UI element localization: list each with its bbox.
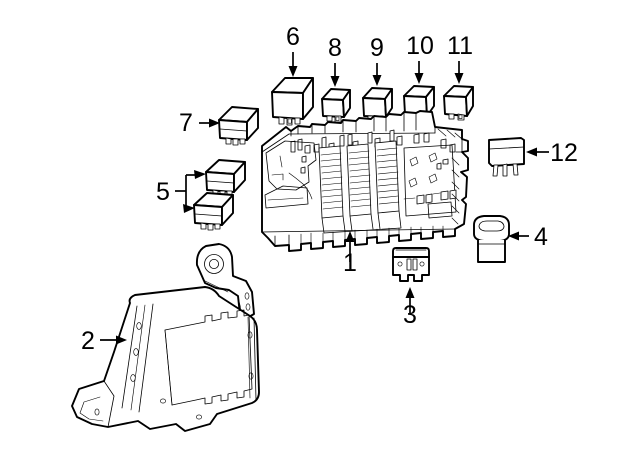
part-large-relay-6[interactable] (271, 77, 314, 126)
callout-label-11: 11 (447, 32, 473, 60)
callout-leader-2 (100, 335, 127, 345)
callout-label-4: 4 (534, 223, 548, 251)
callout-label-5: 5 (156, 178, 170, 206)
part-mini-relay-8[interactable] (321, 88, 351, 123)
callout-label-9: 9 (370, 34, 384, 62)
part-connector-module-12[interactable] (488, 137, 525, 177)
callout-label-6: 6 (286, 23, 300, 51)
part-mounting-bracket-2[interactable] (71, 243, 260, 432)
callout-leader-5 (175, 170, 206, 213)
callout-leader-12 (526, 147, 549, 157)
callout-leader-4 (508, 231, 529, 241)
callout-label-12: 12 (550, 139, 578, 167)
callout-leader-6 (288, 52, 298, 77)
part-main-fuse-box-1[interactable] (261, 110, 469, 252)
callout-label-1: 1 (343, 249, 357, 277)
part-blade-fuse-3[interactable] (392, 247, 430, 282)
callout-label-10: 10 (406, 32, 434, 60)
fuse-slot-columns (318, 140, 402, 234)
callout-leader-8 (330, 63, 340, 87)
part-terminal-cap-4[interactable] (473, 215, 510, 263)
part-relay-5-upper[interactable] (205, 159, 246, 198)
callout-label-2: 2 (81, 327, 95, 355)
callout-leader-7 (199, 118, 220, 128)
part-relay-7[interactable] (218, 106, 259, 146)
part-relay-5-lower[interactable] (193, 192, 234, 231)
callout-leader-10 (414, 61, 424, 84)
callout-leader-11 (454, 61, 464, 84)
callout-label-8: 8 (328, 34, 342, 62)
callout-leader-9 (372, 63, 382, 86)
callout-leader-1 (345, 231, 355, 262)
callout-leader-3 (405, 287, 415, 313)
callout-label-7: 7 (179, 109, 193, 137)
callout-label-3: 3 (403, 301, 417, 329)
part-mini-relay-11[interactable] (443, 85, 474, 121)
